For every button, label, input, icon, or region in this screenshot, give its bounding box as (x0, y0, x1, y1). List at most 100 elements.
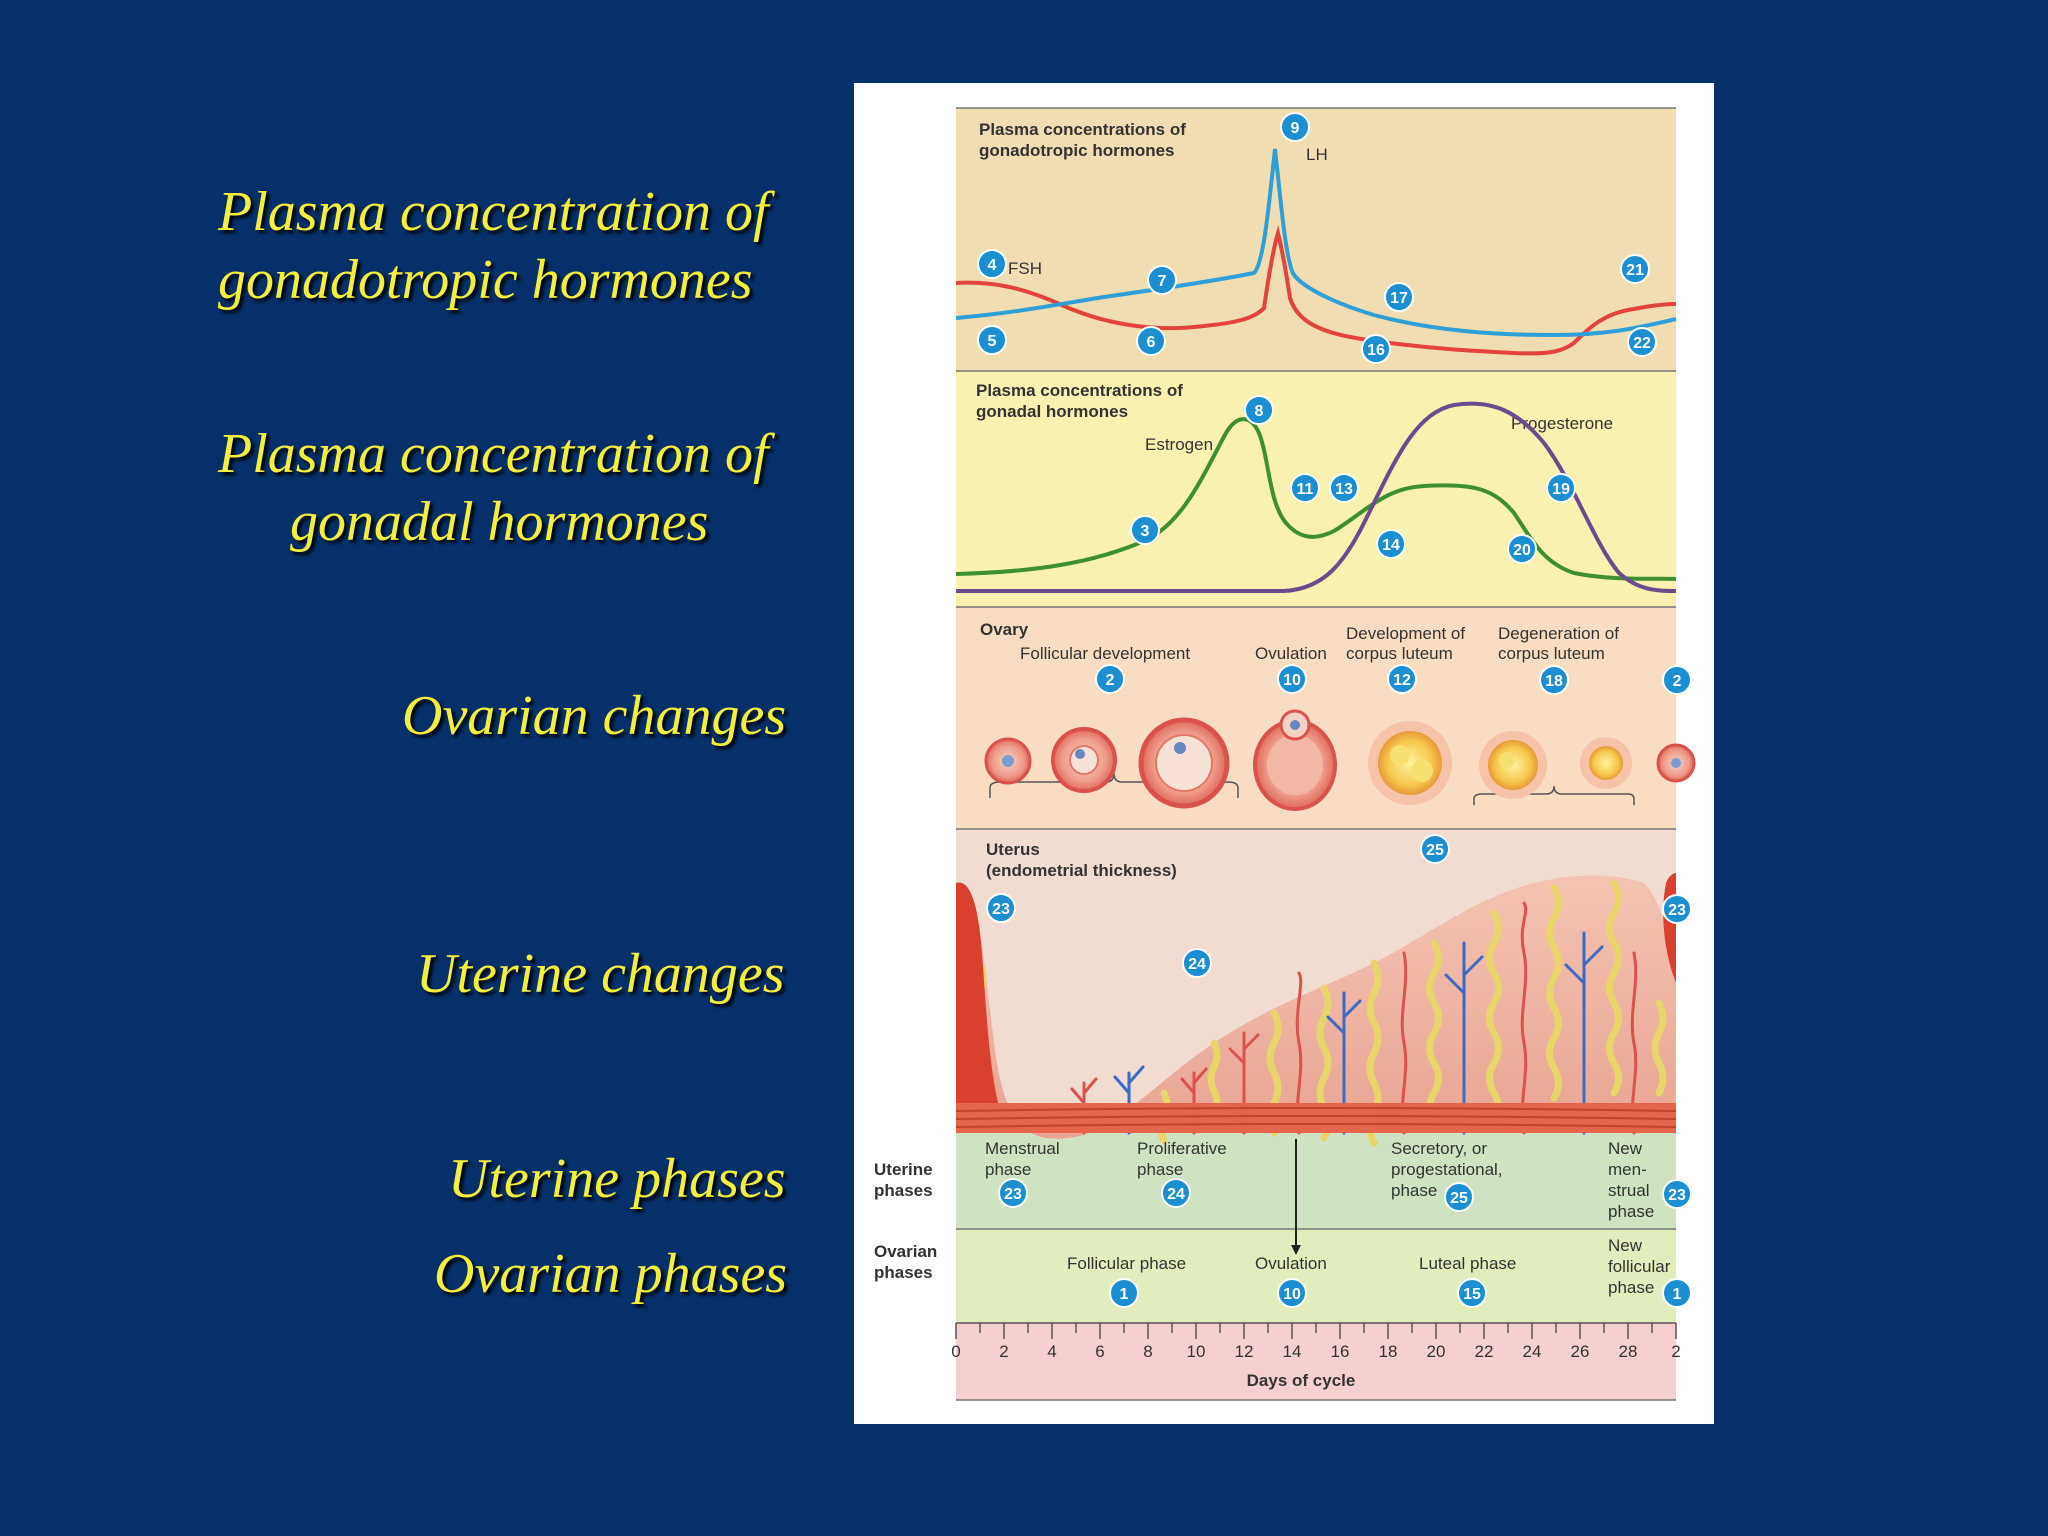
marker-number: 10 (1283, 672, 1301, 689)
marker-number: 7 (1158, 273, 1167, 290)
axis-tick-label: 28 (1619, 1342, 1638, 1361)
axis-tick-label: 2 (999, 1342, 1008, 1361)
uterine-phases-row-line1: Uterine (874, 1160, 933, 1179)
marker-7: 7 (1147, 265, 1177, 295)
marker-4: 4 (977, 249, 1007, 279)
ovary-ovulation-label: Ovulation (1255, 644, 1327, 663)
marker-number: 2 (1106, 672, 1115, 689)
label-ovarian-changes: Ovarian changes (402, 685, 787, 747)
marker-13: 13 (1329, 473, 1359, 503)
marker-17: 17 (1384, 282, 1414, 312)
marker-number: 12 (1393, 672, 1411, 689)
lh-label: LH (1306, 145, 1328, 164)
marker-number: 17 (1390, 290, 1408, 307)
marker-number: 19 (1552, 481, 1570, 498)
marker-2: 2 (1662, 665, 1692, 695)
follicular-phase-label: Follicular phase (1067, 1254, 1186, 1273)
menstrual-cycle-figure: Plasma concentrations of gonadotropic ho… (854, 83, 1714, 1424)
marker-25: 25 (1444, 1182, 1474, 1212)
axis-tick-label: 10 (1187, 1342, 1206, 1361)
uterine-phases-row-line2: phases (874, 1181, 933, 1200)
axis-tick-label: 24 (1523, 1342, 1542, 1361)
marker-number: 3 (1141, 523, 1150, 540)
secretory-phase-line1: Secretory, or (1391, 1139, 1487, 1158)
menstrual-phase-line2: phase (985, 1160, 1031, 1179)
progesterone-label: Progesterone (1511, 414, 1613, 433)
cycle-diagram: Plasma concentrations of gonadotropic ho… (874, 107, 1696, 1401)
ovulating-follicle (1253, 709, 1337, 811)
uterus-title-line2: (endometrial thickness) (986, 861, 1177, 880)
axis-tick-label: 20 (1427, 1342, 1446, 1361)
marker-24: 24 (1182, 948, 1212, 978)
axis-tick-label: 22 (1475, 1342, 1494, 1361)
new-follicle (1656, 743, 1696, 783)
label-uterine-phases: Uterine phases (448, 1148, 786, 1210)
progesterone-curve (956, 401, 1677, 593)
label-gonadal-line2: gonadal hormones (290, 491, 709, 553)
axis-tick-label: 18 (1379, 1342, 1398, 1361)
label-uterine-changes: Uterine changes (416, 943, 785, 1005)
degeneration-brace (1473, 785, 1635, 805)
uterus-title-line1: Uterus (986, 840, 1040, 859)
follicle-1 (984, 737, 1032, 785)
marker-number: 1 (1673, 1286, 1682, 1303)
marker-number: 6 (1147, 334, 1156, 351)
axis-tick-label: 0 (951, 1342, 960, 1361)
marker-number: 4 (988, 257, 997, 274)
marker-16: 16 (1361, 334, 1391, 364)
proliferative-phase-line1: Proliferative (1137, 1139, 1227, 1158)
label-gonadal: Plasma concentration of gonadal hormones (218, 420, 769, 556)
marker-number: 2 (1673, 673, 1682, 690)
new-menstrual-line2: men- (1608, 1160, 1647, 1179)
marker-number: 23 (1668, 1187, 1686, 1204)
ovary-deg-line2: corpus luteum (1498, 644, 1605, 663)
label-gonadotropic: Plasma concentration of gonadotropic hor… (218, 178, 769, 314)
follicle-3 (1138, 717, 1230, 809)
marker-8: 8 (1244, 395, 1274, 425)
marker-2: 2 (1095, 664, 1125, 694)
days-axis-label: Days of cycle (1247, 1371, 1356, 1390)
new-menstrual-line3: strual (1608, 1181, 1650, 1200)
fsh-label: FSH (1008, 259, 1042, 278)
marker-5: 5 (977, 325, 1007, 355)
marker-18: 18 (1539, 665, 1569, 695)
marker-number: 24 (1188, 956, 1206, 973)
marker-14: 14 (1376, 529, 1406, 559)
label-ovarian-phases: Ovarian phases (434, 1243, 788, 1305)
axis-tick-label: 16 (1331, 1342, 1350, 1361)
marker-21: 21 (1620, 254, 1650, 284)
marker-number: 16 (1367, 342, 1385, 359)
label-gonadal-line1: Plasma concentration of (218, 423, 769, 485)
marker-number: 24 (1167, 1186, 1185, 1203)
ovulation-phase-label: Ovulation (1255, 1254, 1327, 1273)
gonadal-title-line2: gonadal hormones (976, 402, 1128, 421)
marker-10: 10 (1277, 1278, 1307, 1308)
marker-number: 23 (992, 901, 1010, 918)
marker-number: 9 (1291, 120, 1300, 137)
axis-tick-label: 8 (1143, 1342, 1152, 1361)
panel-uterine-phases-bg (956, 1133, 1676, 1229)
corpus-luteum-developing (1368, 721, 1452, 805)
panel-ovarian-phases-bg (956, 1229, 1676, 1322)
marker-10: 10 (1277, 664, 1307, 694)
marker-number: 14 (1382, 537, 1400, 554)
gonadotropic-title-line2: gonadotropic hormones (979, 141, 1175, 160)
axis-tick-label: 2 (1671, 1342, 1680, 1361)
marker-number: 13 (1335, 481, 1353, 498)
axis-tick-label: 12 (1235, 1342, 1254, 1361)
corpus-albicans (1580, 737, 1632, 789)
marker-number: 23 (1004, 1186, 1022, 1203)
marker-number: 11 (1297, 481, 1314, 498)
marker-number: 8 (1255, 403, 1264, 420)
estrogen-label: Estrogen (1145, 435, 1213, 454)
proliferative-phase-line2: phase (1137, 1160, 1183, 1179)
secretory-phase-line2: progestational, (1391, 1160, 1503, 1179)
days-axis-ticks (955, 1323, 1677, 1339)
ovary-title: Ovary (980, 620, 1029, 639)
marker-number: 18 (1545, 673, 1563, 690)
ovary-follicular-label: Follicular development (1020, 644, 1190, 663)
ovary-deg-line1: Degeneration of (1498, 624, 1619, 643)
marker-number: 20 (1513, 542, 1531, 559)
uterine-glands (971, 879, 1667, 1147)
marker-number: 23 (1668, 902, 1686, 919)
